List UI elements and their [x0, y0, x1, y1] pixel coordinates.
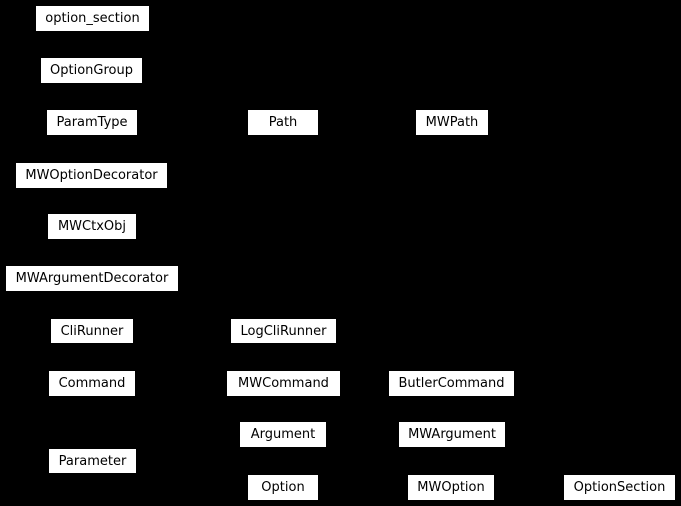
class-node-mwargument[interactable]: MWArgument [398, 421, 506, 448]
class-node-paramtype[interactable]: ParamType [46, 109, 138, 136]
class-node-option[interactable]: Option [247, 474, 319, 501]
class-node-logclirunner[interactable]: LogCliRunner [230, 318, 337, 344]
class-node-mwoption[interactable]: MWOption [407, 474, 495, 501]
class-node-mwcommand[interactable]: MWCommand [226, 370, 341, 397]
class-node-mwpath[interactable]: MWPath [415, 109, 489, 136]
class-node-option-section[interactable]: option_section [35, 5, 150, 32]
class-node-optiongroup[interactable]: OptionGroup [40, 57, 143, 84]
class-node-mwctxobj[interactable]: MWCtxObj [47, 213, 137, 240]
class-node-path[interactable]: Path [247, 109, 319, 136]
class-node-parameter[interactable]: Parameter [48, 448, 137, 474]
class-node-mwargumentdecorator[interactable]: MWArgumentDecorator [5, 265, 179, 292]
class-node-command[interactable]: Command [48, 370, 136, 397]
class-node-clirunner[interactable]: CliRunner [50, 318, 134, 344]
class-node-optionsection[interactable]: OptionSection [563, 474, 676, 501]
class-node-argument[interactable]: Argument [239, 421, 327, 448]
class-node-mwoptiondecorator[interactable]: MWOptionDecorator [15, 162, 168, 189]
class-node-butlercommand[interactable]: ButlerCommand [388, 370, 515, 397]
